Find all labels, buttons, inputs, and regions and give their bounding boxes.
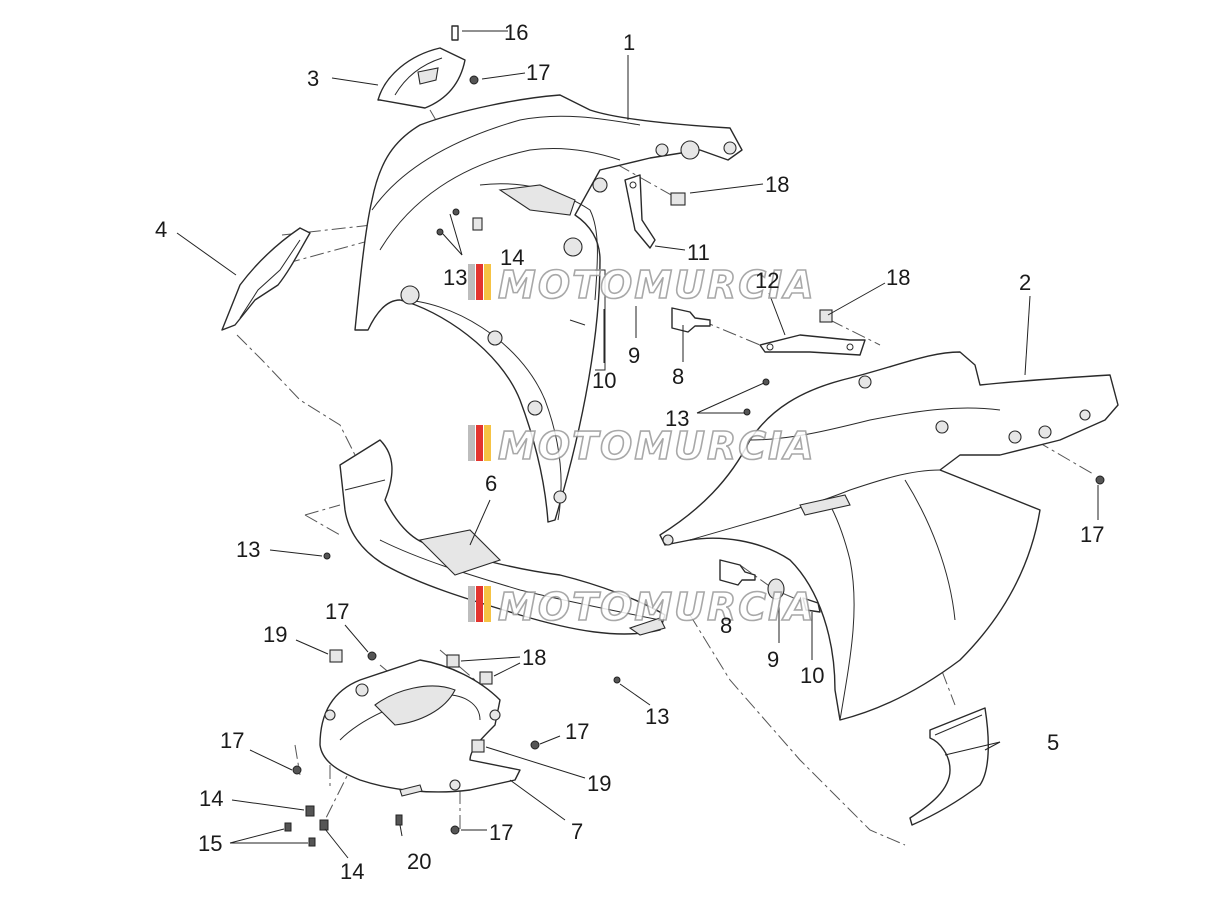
callout-3: 3 [307, 66, 319, 91]
watermark-1: MOTOMURCIA [468, 262, 816, 308]
part-11-bracket [624, 174, 656, 249]
callout-13: 13 [645, 704, 669, 729]
callout-2: 2 [1019, 270, 1031, 295]
watermark-text: MOTOMURCIA [498, 263, 816, 307]
callout-17: 17 [489, 820, 513, 845]
part-6-lower-spoiler [339, 439, 666, 636]
callout-14: 14 [199, 786, 223, 811]
watermark-2: MOTOMURCIA [468, 423, 816, 469]
callout-20: 20 [407, 849, 431, 874]
part-7-under-cover [319, 659, 521, 797]
callout-11: 11 [687, 240, 710, 265]
callout-18: 18 [522, 645, 546, 670]
callout-10: 10 [592, 368, 616, 393]
callout-18: 18 [886, 265, 910, 290]
callout-19: 19 [587, 771, 611, 796]
callout-6: 6 [485, 471, 497, 496]
part-3-top-cover [377, 47, 466, 109]
callout-8: 8 [672, 364, 684, 389]
callout-4: 4 [155, 217, 167, 242]
callout-19: 19 [263, 622, 287, 647]
callout-13: 13 [236, 537, 260, 562]
callout-17: 17 [220, 728, 244, 753]
part-12-bracket [759, 334, 866, 356]
callout-13: 13 [665, 406, 689, 431]
callout-1: 1 [623, 30, 635, 55]
part-2-right-side-panel [659, 351, 1119, 721]
callout-12: 12 [755, 268, 779, 293]
callout-labels: 16 3 17 1 4 18 11 14 13 12 18 2 9 10 8 1… [155, 20, 1104, 884]
callout-17: 17 [1080, 522, 1104, 547]
callout-5: 5 [1047, 730, 1059, 755]
watermark-text: MOTOMURCIA [498, 585, 816, 629]
callout-9: 9 [767, 647, 779, 672]
part-5-side-trim [909, 707, 989, 826]
callout-7: 7 [571, 819, 583, 844]
callout-16: 16 [504, 20, 528, 45]
callout-10: 10 [800, 663, 824, 688]
callout-8: 8 [720, 613, 732, 638]
fasteners [284, 25, 1105, 847]
callout-9: 9 [628, 343, 640, 368]
callout-15: 15 [198, 831, 222, 856]
callout-14: 14 [500, 245, 524, 270]
callout-17: 17 [526, 60, 550, 85]
callout-17: 17 [325, 599, 349, 624]
leader-lines [176, 30, 1099, 859]
callout-14: 14 [340, 859, 364, 884]
callout-18: 18 [765, 172, 789, 197]
watermark-3: MOTOMURCIA [468, 584, 816, 630]
part-4-side-panel [221, 227, 311, 331]
callout-17: 17 [565, 719, 589, 744]
watermark-text: MOTOMURCIA [498, 424, 816, 468]
callout-13: 13 [443, 265, 467, 290]
part-1-front-shield [354, 94, 743, 523]
